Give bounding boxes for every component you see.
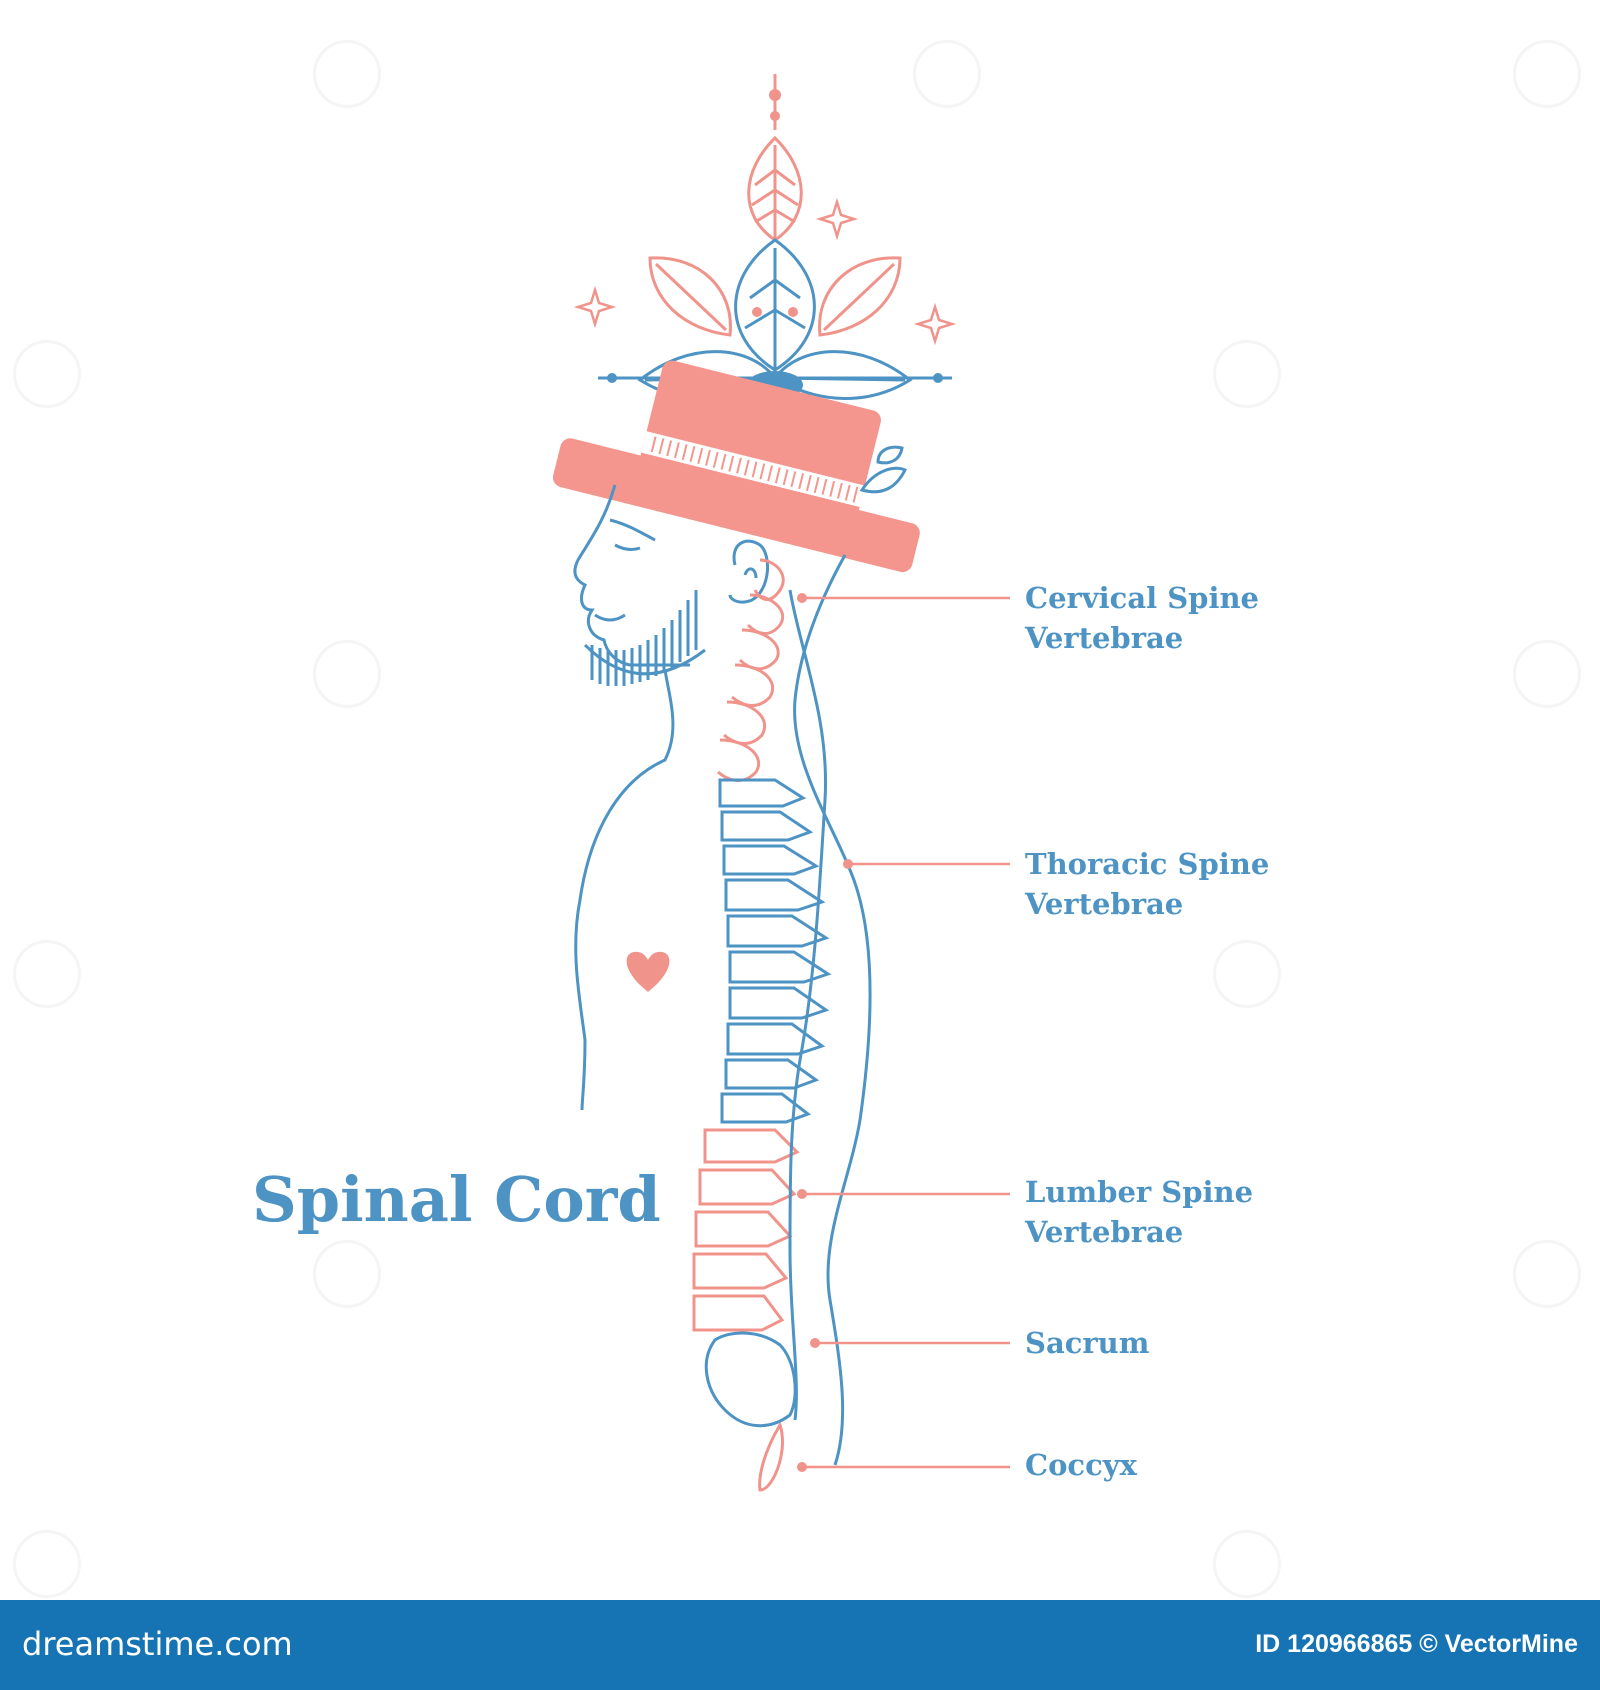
watermark-icon bbox=[313, 1240, 381, 1308]
label-lumber-line1: Lumber Spine bbox=[1025, 1175, 1254, 1209]
watermark-icon bbox=[1513, 1240, 1581, 1308]
label-lumber: Lumber Spine Vertebrae bbox=[1025, 1172, 1253, 1252]
watermark-icon bbox=[313, 40, 381, 108]
watermark-icon bbox=[13, 1530, 81, 1598]
watermark-icon bbox=[13, 340, 81, 408]
leader-lines bbox=[802, 596, 1010, 1469]
leader-dots bbox=[797, 593, 853, 1472]
leaf-icon bbox=[747, 135, 803, 242]
spine-back-line bbox=[788, 589, 828, 1421]
head-outline bbox=[573, 484, 872, 1466]
watermark-icon bbox=[1213, 940, 1281, 1008]
leaf-icon bbox=[648, 256, 902, 337]
footer-bar: dreamstime.com ID 120966865 © VectorMine bbox=[0, 1600, 1600, 1690]
label-thoracic-line1: Thoracic Spine bbox=[1025, 847, 1270, 881]
watermark-icon bbox=[913, 40, 981, 108]
ornament-dot bbox=[607, 373, 617, 383]
watermark-icon bbox=[1213, 340, 1281, 408]
beard-icon bbox=[583, 590, 706, 686]
heart-icon bbox=[626, 951, 670, 992]
ornament-dot bbox=[752, 307, 762, 317]
leaf-icon bbox=[859, 445, 908, 494]
watermark-icon bbox=[13, 940, 81, 1008]
label-cervical-line2: Vertebrae bbox=[1025, 621, 1184, 655]
spine-column bbox=[692, 558, 832, 1492]
sparkle-icon bbox=[573, 197, 957, 346]
watermark-icon bbox=[1513, 40, 1581, 108]
label-sacrum: Sacrum bbox=[1025, 1323, 1149, 1363]
label-cervical-line1: Cervical Spine bbox=[1025, 581, 1260, 615]
hat-icon bbox=[552, 360, 920, 573]
label-coccyx: Coccyx bbox=[1025, 1445, 1137, 1485]
spine-illustration bbox=[552, 74, 1010, 1492]
watermark-icon bbox=[1213, 1530, 1281, 1598]
footer-credit: ID 120966865 © VectorMine bbox=[1255, 1630, 1578, 1658]
watermark-icon bbox=[313, 640, 381, 708]
ornament-dot bbox=[933, 373, 943, 383]
label-coccyx-line1: Coccyx bbox=[1025, 1448, 1137, 1482]
label-cervical: Cervical Spine Vertebrae bbox=[1025, 578, 1259, 658]
label-sacrum-line1: Sacrum bbox=[1025, 1326, 1150, 1360]
label-lumber-line2: Vertebrae bbox=[1025, 1215, 1184, 1249]
label-thoracic: Thoracic Spine Vertebrae bbox=[1025, 844, 1269, 924]
leaf-icon bbox=[734, 238, 816, 372]
label-thoracic-line2: Vertebrae bbox=[1025, 887, 1184, 921]
ornament-dot bbox=[788, 307, 798, 317]
watermark-icon bbox=[1513, 640, 1581, 708]
diagram-canvas: Cervical Spine Vertebrae Thoracic Spine … bbox=[13, 40, 1581, 1598]
footer-brand: dreamstime.com bbox=[22, 1625, 293, 1663]
diagram-title: Spinal Cord bbox=[252, 1163, 661, 1236]
ornament-dot bbox=[770, 111, 780, 121]
ornament-dot bbox=[769, 89, 781, 101]
